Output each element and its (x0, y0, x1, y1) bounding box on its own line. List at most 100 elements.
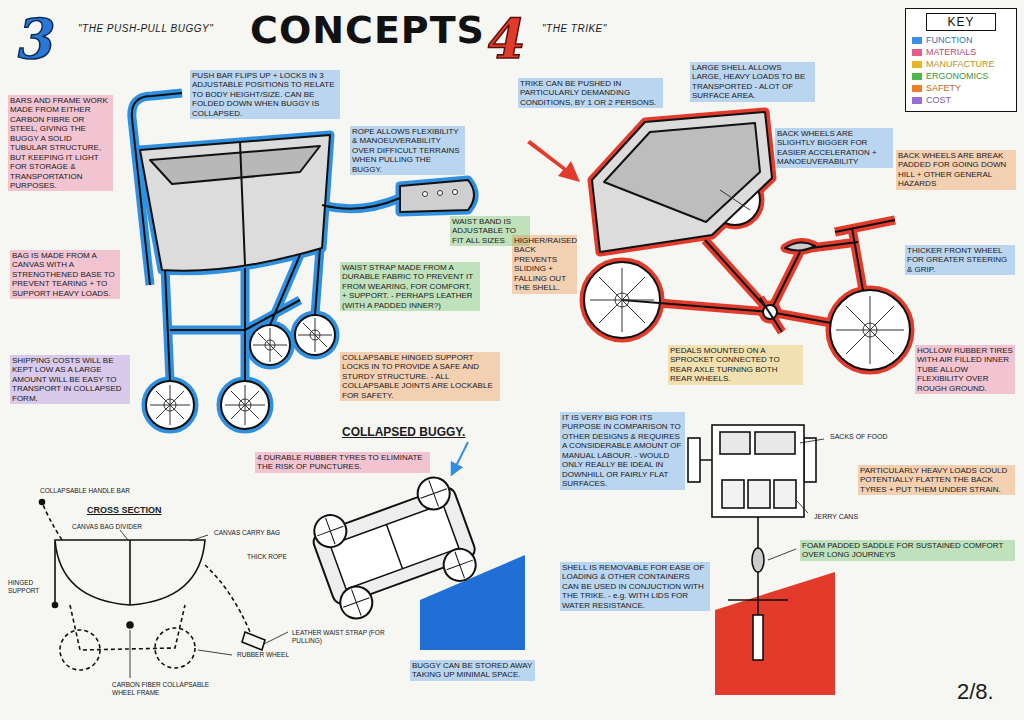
sketch-stroke (804, 438, 816, 482)
sketch-stroke (120, 530, 128, 540)
sketch-stroke (70, 605, 185, 650)
legend-text: ERGONOMICS (926, 72, 989, 81)
sketch-stroke (150, 385, 190, 425)
legend-row: COST (912, 95, 1010, 106)
concept-name: "THE TRIKE" (540, 22, 609, 36)
sketch-stroke (330, 504, 459, 589)
sketch-stroke (60, 630, 100, 670)
annotation-note: THICKER FRONT WHEEL FOR GREATER STEERING… (905, 245, 1015, 275)
concept-number: 4 (488, 12, 526, 66)
part-label: CANVAS BAG DIVIDER (70, 522, 144, 532)
annotation-note: SHIPPING COSTS WILL BE KEPT LOW AS A LAR… (10, 355, 130, 404)
sketch-stroke (423, 192, 428, 197)
part-label: 2/8. (955, 678, 996, 706)
sketch-stroke (453, 190, 458, 195)
sketch-stroke (527, 140, 580, 182)
sketch-stroke (688, 438, 700, 482)
sketch-stroke (590, 268, 654, 332)
legend-row: FUNCTION (912, 35, 1010, 46)
annotation-note: COLLAPSABLE HINGED SUPPORT LOCKS IN TO P… (340, 352, 500, 401)
annotation-note: PUSH BAR FLIPS UP + LOCKS IN 3 ADJUSTABL… (190, 70, 340, 119)
sketch-stroke (584, 112, 910, 370)
legend-text: MANUFACTURE (926, 60, 995, 69)
legend-text: SAFETY (926, 84, 961, 93)
legend-swatch (912, 73, 922, 80)
sketch-stroke (225, 385, 265, 425)
annotation-note: BARS AND FRAME WORK MADE FROM EITHER CAR… (8, 95, 113, 191)
sheet-title: CONCEPTS (250, 10, 485, 52)
part-label: LEATHER WAIST STRAP (FOR PULLING) (290, 628, 400, 645)
sketch-stroke (752, 548, 764, 572)
part-label: SACKS OF FOOD (828, 432, 890, 442)
annotation-note: SHELL IS REMOVABLE FOR EASE OF LOADING &… (560, 562, 710, 611)
sketch-stroke (438, 191, 443, 196)
annotation-note: ROPE ALLOWS FLEXIBILITY & MANOEUVERABILI… (350, 126, 465, 175)
collapsed-buggy-sketch (306, 442, 525, 650)
concept-number: 3 (18, 12, 56, 66)
annotation-note: HOLLOW RUBBER TIRES WITH AIR FILLED INNE… (915, 345, 1015, 394)
sketch-stroke (127, 622, 133, 628)
sketch-stroke (253, 328, 287, 362)
part-label: CANVAS CARRY BAG (212, 528, 282, 538)
part-label: JERRY CANS (812, 512, 860, 522)
key-box: KEY FUNCTION MATERIALS MANUFACTURE ERGONOMIC… (905, 8, 1017, 112)
annotation-note: WAIST STRAP MADE FROM A DURABLE FABRIC T… (340, 262, 480, 311)
sketch-stroke (53, 603, 58, 608)
sketch-stroke (748, 480, 770, 508)
sketch-stroke (298, 318, 332, 352)
sketch-stroke (722, 480, 744, 508)
legend-row: SAFETY (912, 83, 1010, 94)
sketch-stroke (155, 628, 195, 668)
sketch-stroke (452, 442, 468, 474)
part-label: RUBBER WHEEL (235, 650, 291, 660)
trike-sketch (527, 112, 910, 370)
legend-swatch (912, 61, 922, 68)
sketch-stroke (205, 565, 250, 632)
sketch-stroke (198, 650, 232, 655)
sketch-stroke (42, 502, 62, 540)
legend-row: ERGONOMICS (912, 71, 1010, 82)
annotation-note: BACK WHEELS ARE SLIGHTLY BIGGER FOR EASI… (775, 128, 893, 168)
legend-row: MANUFACTURE (912, 59, 1010, 70)
sketch-stroke (312, 476, 477, 621)
annotation-note: PARTICULARLY HEAVY LOADS COULD POTENTIAL… (858, 465, 1015, 495)
part-label: HINGED SUPPORT (6, 578, 50, 595)
sketch-stroke (306, 472, 484, 625)
key-heading: KEY (926, 13, 996, 31)
legend-text: FUNCTION (926, 36, 973, 45)
part-label: COLLAPSED BUGGY. (340, 424, 467, 440)
sketch-stroke (715, 572, 835, 695)
sketch-stroke (753, 615, 763, 660)
sketch-stroke (190, 535, 208, 541)
sketch-stroke (129, 540, 131, 605)
annotation-note: FOAM PADDED SADDLE FOR SUSTAINED COMFORT… (800, 540, 1015, 561)
annotation-note: 4 DURABLE RUBBER TYRES TO ELIMINATE THE … (255, 452, 430, 473)
legend-row: MATERIALS (912, 47, 1010, 58)
annotation-note: BUGGY CAN BE STORED AWAY TAKING UP MINIM… (410, 660, 535, 681)
annotation-note: BAG IS MADE FROM A CANVAS WITH A STRENGT… (10, 250, 120, 299)
annotation-note: TRIKE CAN BE PUSHED IN PARTICULARLY DEMA… (518, 78, 663, 108)
legend-swatch (912, 37, 922, 44)
sketch-stroke (130, 630, 131, 678)
annotation-note: LARGE SHELL ALLOWS LARGE, HEAVY LOADS TO… (690, 62, 815, 102)
part-label: CROSS SECTION (85, 504, 164, 517)
legend-swatch (912, 49, 922, 56)
sketch-stroke (774, 480, 796, 508)
sketch-stroke (264, 632, 288, 644)
sketch-stroke (720, 190, 750, 210)
annotation-note: PEDALS MOUNTED ON A SPROCKET CONNECTED T… (668, 345, 803, 385)
concept-name: "THE PUSH-PULL BUGGY" (76, 22, 215, 36)
sketch-stroke (55, 540, 205, 605)
sketch-stroke (584, 112, 910, 370)
legend-text: MATERIALS (926, 48, 976, 57)
legend-swatch (912, 85, 922, 92)
sketch-stroke (712, 425, 804, 517)
sketch-stroke (54, 542, 56, 605)
annotation-note: BACK WHEELS ARE BREAK PADDED FOR GOING D… (896, 150, 1016, 190)
legend-text: COST (926, 96, 951, 105)
part-label: THICK ROPE (245, 552, 289, 562)
annotation-note: IT IS VERY BIG FOR ITS PURPOSE IN COMPAR… (560, 412, 685, 490)
sketch-stroke (40, 500, 45, 505)
